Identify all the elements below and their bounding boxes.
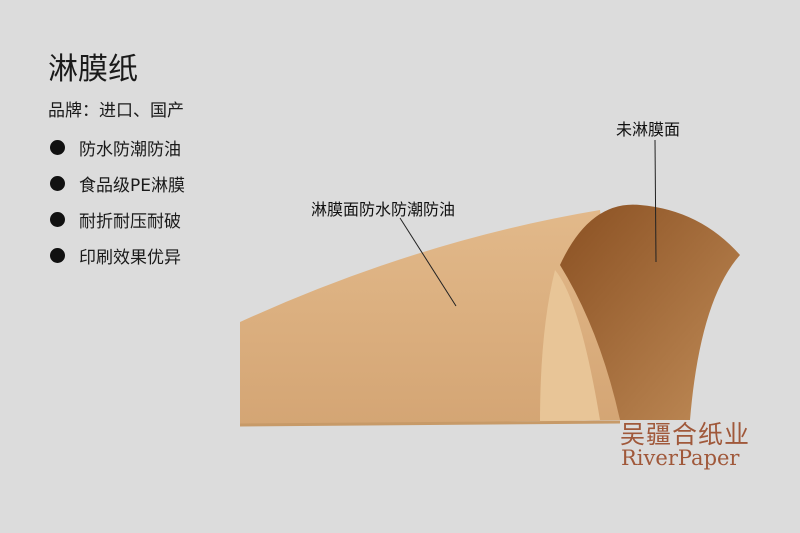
feature-text: 食品级PE淋膜 — [79, 176, 185, 196]
logo-english: RiverPaper — [621, 446, 740, 470]
brand-info: 品牌：进口、国产 — [48, 101, 184, 121]
uncoated-side-label: 未淋膜面 — [616, 120, 681, 139]
bullet-icon — [50, 212, 65, 227]
bullet-icon — [50, 176, 65, 191]
feature-item: 食品级PE淋膜 — [48, 171, 185, 196]
product-title: 淋膜纸 — [48, 52, 138, 87]
feature-text: 防水防潮防油 — [79, 140, 181, 160]
feature-item: 耐折耐压耐破 — [48, 207, 181, 232]
logo-chinese: 吴疆合纸业 — [620, 420, 751, 449]
bullet-icon — [50, 248, 65, 263]
feature-text: 印刷效果优异 — [79, 248, 181, 268]
feature-item: 防水防潮防油 — [48, 135, 181, 160]
bullet-icon — [50, 140, 65, 155]
feature-text: 耐折耐压耐破 — [79, 212, 181, 232]
feature-item: 印刷效果优异 — [48, 243, 181, 268]
coated-side-label: 淋膜面防水防潮防油 — [311, 200, 456, 219]
